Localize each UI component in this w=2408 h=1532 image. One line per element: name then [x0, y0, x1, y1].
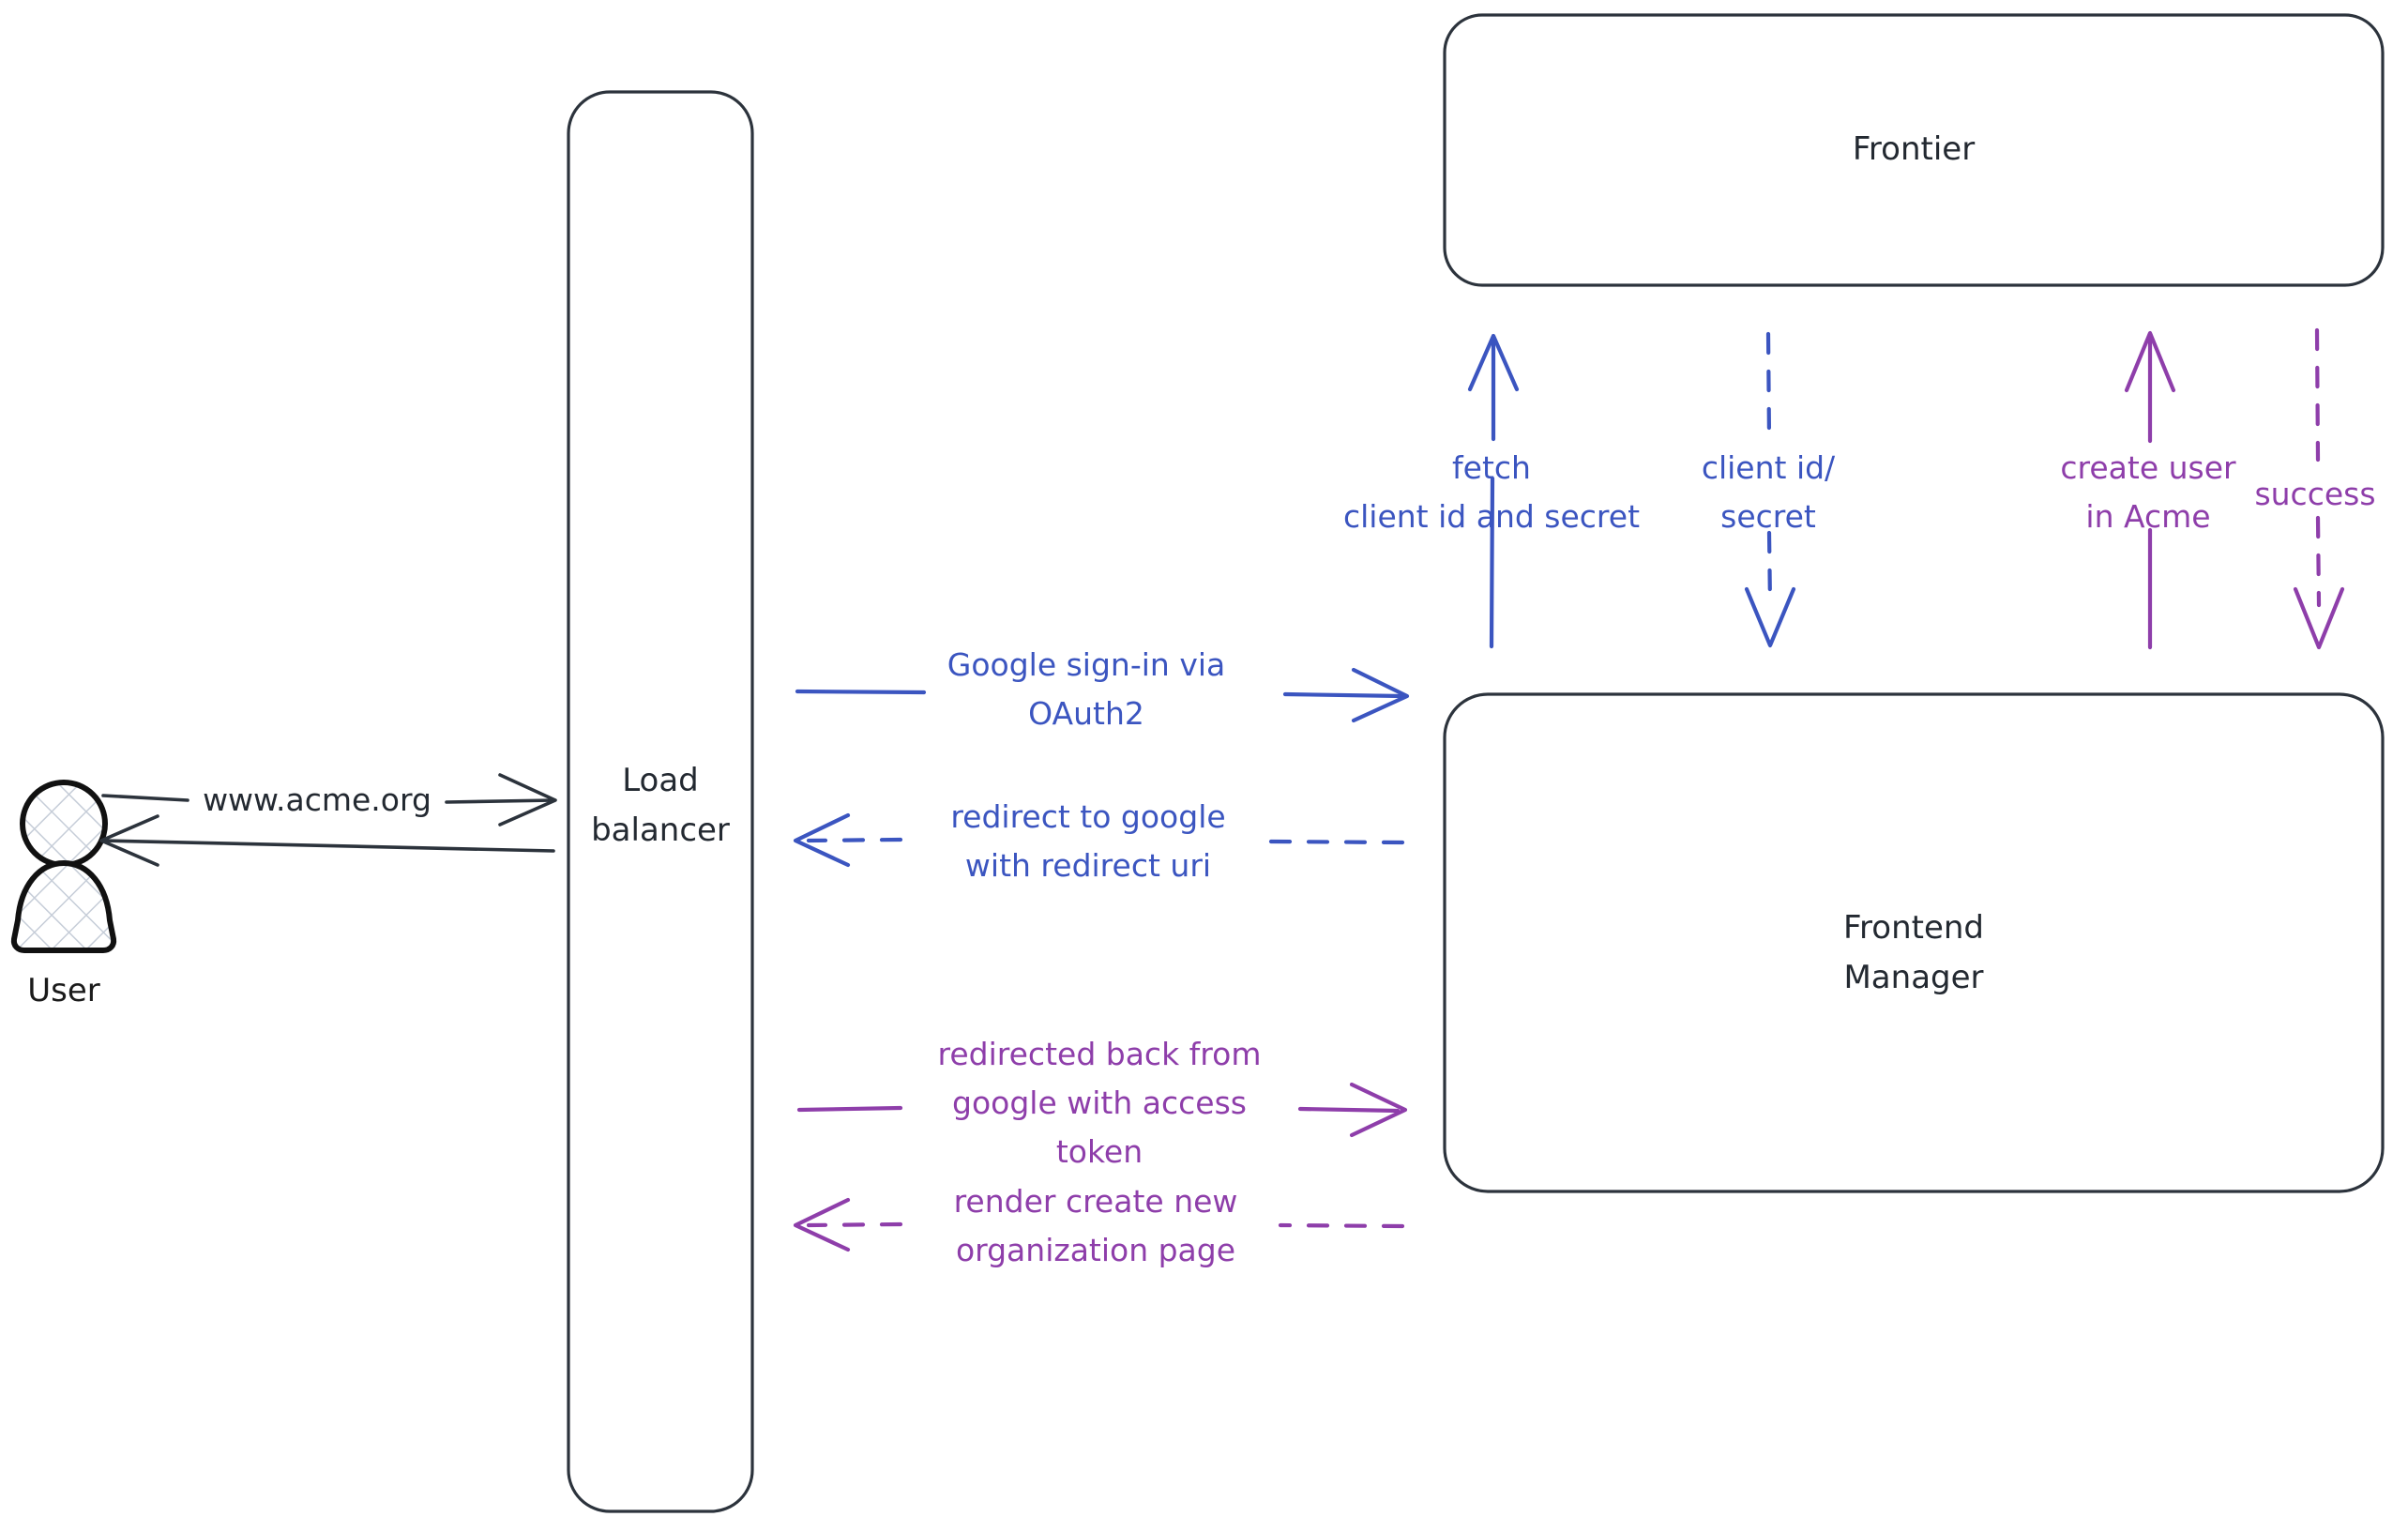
node-load-balancer[interactable]: Load balancer — [567, 90, 754, 1513]
actor-user-label: User — [27, 972, 100, 1009]
edge-access-token-label-line2: google with access — [952, 1085, 1247, 1121]
edge-frontier-to-fm-client-credentials: client id/ secret — [1702, 331, 1836, 648]
edge-google-signin-label-line1: Google sign-in via — [947, 646, 1225, 683]
edge-client-credentials-label-line2: secret — [1720, 498, 1816, 535]
edge-fm-to-frontier-create-user: create user in Acme — [2060, 330, 2236, 650]
edge-create-user-label-line2: in Acme — [2085, 498, 2210, 535]
frontend-manager-box[interactable] — [1443, 692, 2385, 1193]
edge-fm-to-lb-render-org-page: render create new organization page — [793, 1183, 1405, 1268]
edge-user-to-lb-label: www.acme.org — [203, 781, 432, 818]
edge-lb-to-fm-access-token: redirected back from google with access … — [796, 1036, 1408, 1170]
frontend-manager-label-line2: Manager — [1843, 959, 1983, 996]
frontier-label: Frontier — [1853, 130, 1975, 168]
frontend-manager-label-line1: Frontend — [1843, 909, 1984, 947]
edge-fetch-credentials-label-line2: client id and secret — [1343, 498, 1640, 535]
load-balancer-label-line2: balancer — [591, 812, 730, 849]
actor-head-icon — [20, 780, 108, 868]
edge-load-balancer-to-user — [99, 814, 555, 867]
actor-user: User — [10, 780, 117, 1009]
node-frontier[interactable]: Frontier — [1443, 13, 2385, 287]
load-balancer-box[interactable] — [567, 90, 754, 1513]
edge-access-token-label-line1: redirected back from — [938, 1036, 1262, 1072]
edge-fetch-credentials-label-line1: fetch — [1452, 449, 1531, 486]
edge-frontier-to-fm-success: success — [2254, 327, 2376, 650]
edge-render-org-label-line2: organization page — [956, 1232, 1235, 1268]
edge-access-token-label-line3: token — [1056, 1133, 1143, 1170]
load-balancer-label-line1: Load — [622, 762, 699, 799]
edge-redirect-google-label-line1: redirect to google — [950, 798, 1225, 835]
edge-lb-to-fm-google-signin: Google sign-in via OAuth2 — [795, 646, 1410, 732]
edge-user-to-load-balancer: www.acme.org — [101, 773, 557, 827]
actor-body-icon — [10, 860, 117, 953]
edge-create-user-label-line1: create user — [2060, 449, 2236, 486]
frontier-box[interactable] — [1443, 13, 2385, 287]
edge-render-org-label-line1: render create new — [954, 1183, 1238, 1220]
edge-fm-to-frontier-fetch-credentials: fetch client id and secret — [1343, 333, 1640, 649]
edge-fm-to-lb-redirect-google: redirect to google with redirect uri — [793, 798, 1405, 884]
edge-redirect-google-label-line2: with redirect uri — [965, 847, 1211, 884]
node-frontend-manager[interactable]: Frontend Manager — [1443, 692, 2385, 1193]
edge-success-label: success — [2254, 476, 2375, 512]
edge-client-credentials-label-line1: client id/ — [1702, 449, 1836, 486]
edge-google-signin-label-line2: OAuth2 — [1028, 695, 1144, 732]
